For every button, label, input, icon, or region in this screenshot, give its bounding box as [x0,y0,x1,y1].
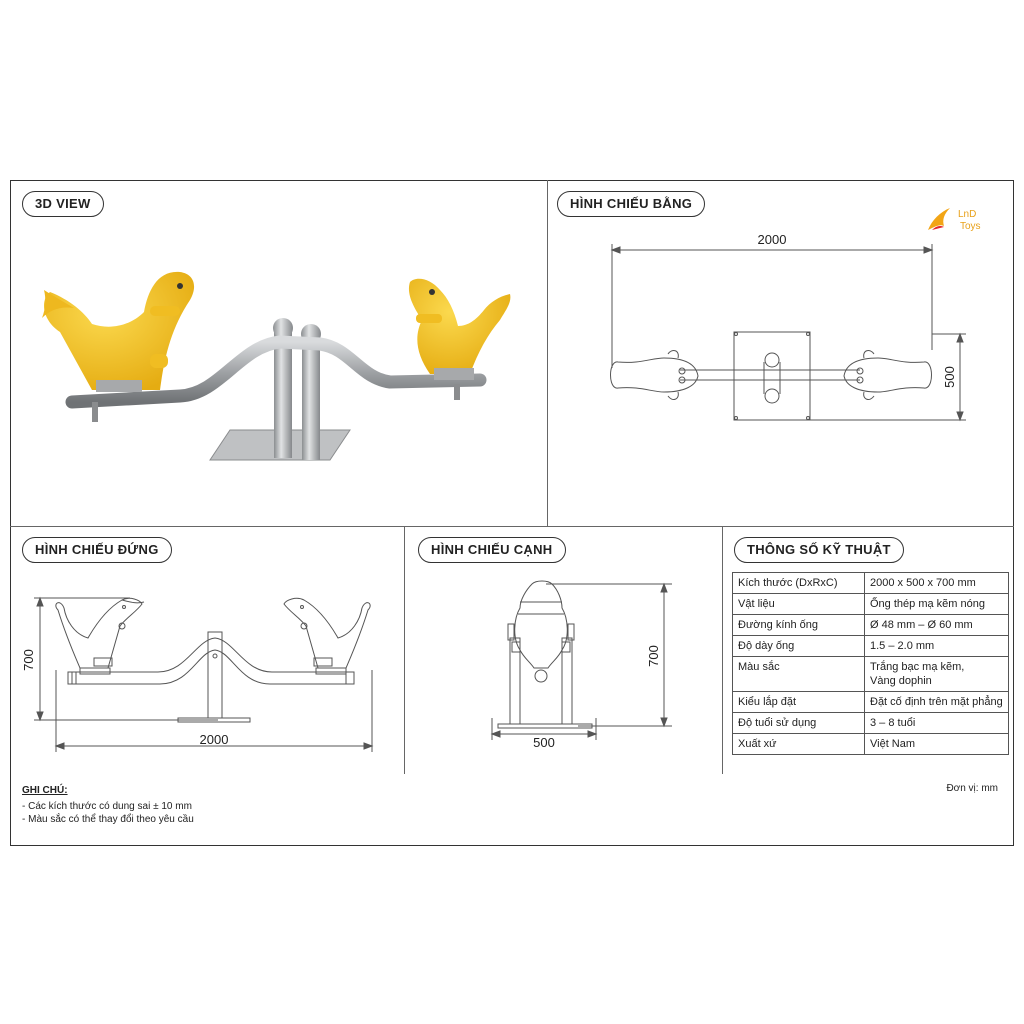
spec-value: 2000 x 500 x 700 mm [864,572,1009,594]
spec-key: Đường kính ống [732,614,865,636]
spec-value: Trắng bạc mạ kẽm, Vàng dophin [864,656,1009,692]
spec-value-line2: Vàng dophin [870,675,932,687]
spec-value: Ống thép mạ kẽm nóng [864,593,1009,615]
spec-row: Kích thước (DxRxC)2000 x 500 x 700 mm [732,572,1009,594]
post-left [274,328,292,458]
front-view-drawing: 700 2000 [21,596,374,752]
dolphin-seat-left [42,271,195,392]
front-post [207,631,223,719]
dolphin-seat-right [408,278,511,380]
side-view-drawing: 700 500 [490,580,672,750]
top-base-plate [733,331,811,421]
seesaw-beam [65,335,487,409]
divider-top-vertical [547,180,548,526]
spec-row: Màu sắc Trắng bạc mạ kẽm, Vàng dophin [732,656,1009,692]
top-depth-dimension: 500 [942,366,957,388]
front-height-dimension: 700 [21,649,36,671]
notes-title: GHI CHÚ: [22,785,68,796]
top-width-dimension: 2000 [758,232,787,247]
spec-value: 1.5 – 2.0 mm [864,635,1009,657]
brand-logo: LnD Toys [926,204,988,234]
spec-key: Kiểu lắp đặt [732,691,865,713]
view-3d-illustration [42,271,511,461]
spec-value: 3 – 8 tuổi [864,712,1009,734]
spec-key: Kích thước (DxRxC) [732,572,865,594]
label-side-view: HÌNH CHIẾU CẠNH [418,537,566,563]
label-top-view: HÌNH CHIẾU BẰNG [557,191,706,217]
spec-value: Việt Nam [864,733,1009,755]
unit-label: Đơn vị: mm [946,783,998,794]
spec-key: Xuất xứ [732,733,865,755]
spec-key: Vật liệu [732,593,865,615]
brand-line2: Toys [960,221,981,232]
note-line: - Các kích thước có dung sai ± 10 mm [22,801,192,812]
divider-horizontal [10,526,1014,527]
side-base [497,723,593,729]
spec-value: Đặt cố định trên mặt phẳng [864,691,1009,713]
spec-key: Độ dày ống [732,635,865,657]
note-line: - Màu sắc có thể thay đổi theo yêu cầu [22,814,194,825]
front-width-dimension: 2000 [200,732,229,747]
side-dolphin [514,580,568,669]
divider-bottom-left [404,526,405,774]
spec-key: Độ tuổi sử dụng [732,712,865,734]
label-front-view: HÌNH CHIẾU ĐỨNG [22,537,172,563]
side-width-dimension: 500 [533,735,555,750]
notes: GHI CHÚ: - Các kích thước có dung sai ± … [22,784,194,826]
spec-value-line1: Trắng bạc mạ kẽm, [870,661,965,673]
divider-bottom-right [722,526,723,774]
spec-value: Ø 48 mm – Ø 60 mm [864,614,1009,636]
top-view-drawing: 2000 500 [610,232,966,422]
brand-line1: LnD [958,209,976,220]
spec-key: Màu sắc [732,656,865,692]
drawing-sheet [10,180,1014,846]
post-right [302,334,320,460]
side-height-dimension: 700 [646,645,661,667]
flame-icon [928,208,950,230]
spec-table: Kích thước (DxRxC)2000 x 500 x 700 mm Vậ… [732,572,1009,755]
label-specs: THÔNG SỐ KỸ THUẬT [734,537,904,563]
top-dolphin-left [610,357,699,393]
label-3d-view: 3D VIEW [22,191,104,217]
top-dolphin-right [843,357,932,393]
